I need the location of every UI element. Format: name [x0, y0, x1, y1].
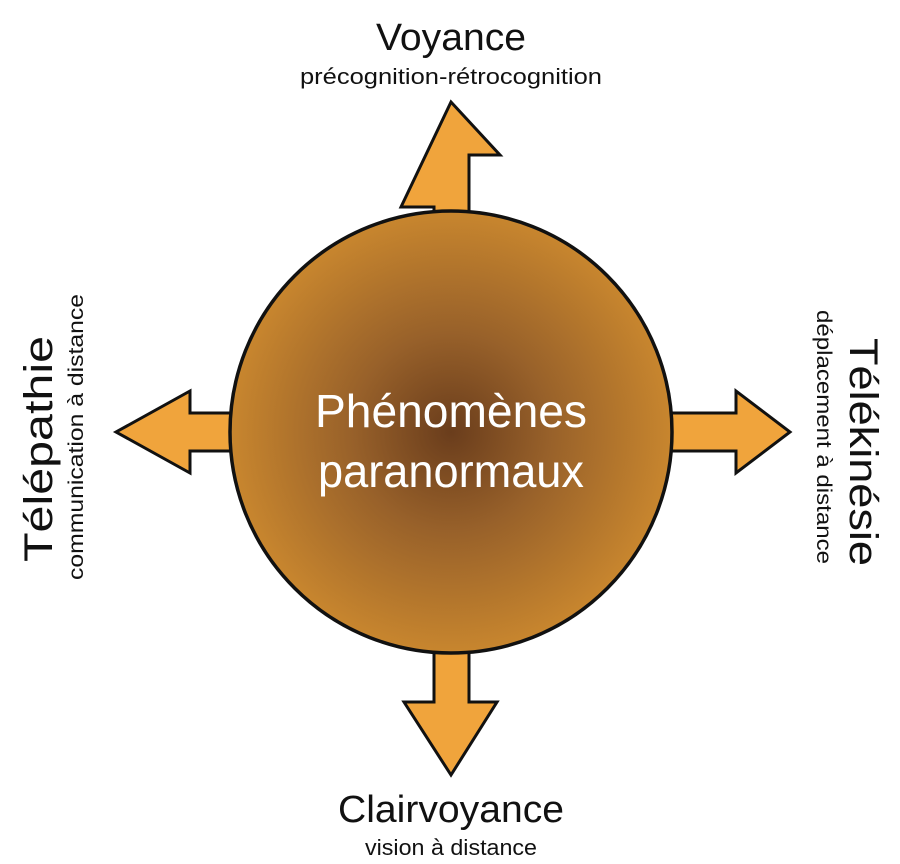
- center-circle: [228, 209, 674, 655]
- left-branch-subtitle: communication à distance: [65, 294, 88, 580]
- left-branch-title: Télépathie: [17, 336, 61, 562]
- bottom-branch-title: Clairvoyance: [338, 789, 564, 831]
- arrows-group: [112, 99, 793, 778]
- top-branch-title: Voyance: [376, 17, 526, 59]
- right-branch-title: Télékinésie: [841, 338, 885, 566]
- center-title-line2: paranormaux: [318, 445, 584, 497]
- right-branch-subtitle: déplacement à distance: [812, 310, 835, 564]
- center-title-line1: Phénomènes: [315, 385, 587, 437]
- bottom-branch-subtitle: vision à distance: [365, 835, 537, 860]
- top-branch-subtitle: précognition-rétrocognition: [300, 64, 602, 89]
